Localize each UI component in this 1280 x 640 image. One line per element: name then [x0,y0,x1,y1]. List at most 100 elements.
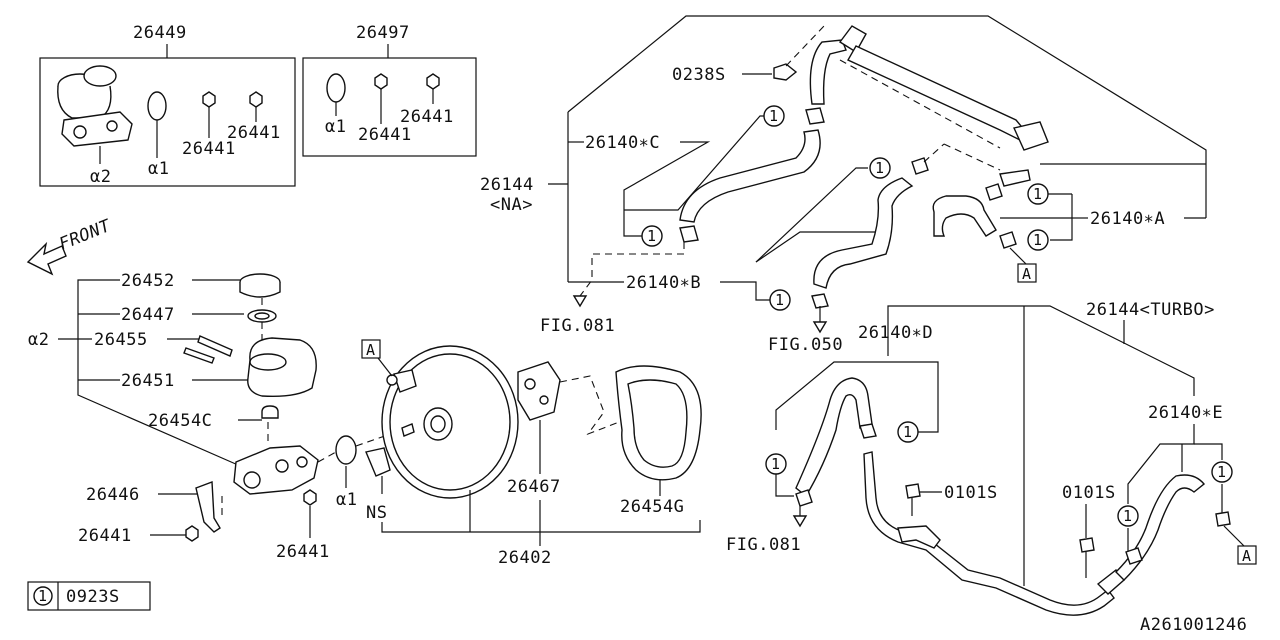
gasket-label: 26454G [620,497,684,517]
hose-icon [813,177,914,289]
kit-26449: 26449 α2 α1 26441 26441 [39,23,296,187]
nut-icon [426,73,440,90]
clip-symbol-label: 1 [647,227,656,245]
clip-symbol-icon: 1 [765,453,787,475]
hose-b-label: 26140∗B [626,273,701,293]
seal-ring-icon [326,73,346,103]
bolt-0101s-label: 0101S [944,483,998,503]
turbo-group-label: 26144<TURBO> [1086,300,1215,320]
booster-assembly-label: 26402 [498,548,552,568]
bolt-0101s-label-2: 0101S [1062,483,1116,503]
legend-part: 0923S [66,587,120,607]
nut-icon [202,91,216,108]
pipe-bracket-icon [897,525,941,549]
nut-icon [249,91,263,108]
clip-icon [999,231,1017,249]
plate-label: 26467 [507,477,561,497]
pin-icon [183,347,215,364]
hose-icon [809,39,847,105]
clip-symbols: 1 1 1 1 1 1 1 1 1 1 [641,105,1233,527]
reservoir-label: 26451 [121,371,175,391]
clip-symbol-label: 1 [875,159,884,177]
marker-a [361,339,381,359]
ns-label: NS [366,503,387,523]
strainer-label: 26447 [121,305,175,325]
kit2-seal-label: α1 [325,117,346,137]
clip-symbol-label: 1 [769,107,778,125]
fig-081-label: FIG.081 [540,316,615,336]
nut-label: 26441 [78,526,132,546]
booster-group: NS 26402 26467 26454G A [361,339,702,568]
bolt-0238s-label: 0238S [672,65,726,85]
kit2-nut-b-label: 26441 [400,107,454,127]
kit2-nut-a-label: 26441 [358,125,412,145]
hose-e-label: 26140∗E [1148,403,1223,423]
kit1-number: 26449 [133,23,187,43]
clip-symbol-icon: 1 [1117,505,1139,527]
nut-icon [374,73,388,90]
clip-symbol-icon: 1 [641,225,663,247]
clip-symbol-label: 1 [1033,231,1042,249]
bracket-label: 26446 [86,485,140,505]
pin-label: 26455 [94,330,148,350]
clip-symbol-label: 1 [775,291,784,309]
na-group-sub-label: <NA> [490,195,533,215]
clip-symbol-label: 1 [1217,463,1226,481]
bolt-icon [1079,537,1095,553]
hose-icon [679,129,821,223]
marker-a-label: A [1022,265,1031,283]
hose-icon [795,377,873,498]
seal-ring-icon [147,91,167,121]
hoses-na-group: 26144 <NA> 26140∗C 26140∗B 26140∗A 0238S [480,15,1207,355]
bolt-icon [905,483,921,499]
hose-d-label: 26140∗D [858,323,933,343]
booster-plate-icon [517,361,561,421]
clip-icon [805,107,825,125]
check-valve-icon [365,447,391,477]
front-label: FRONT [56,216,114,255]
nut2-label: 26441 [276,542,330,562]
hose-icon [1115,474,1205,581]
master-cylinder-group: 26452 26447 α2 26455 26451 26454C 26446 … [28,271,357,562]
legend: 1 0923S [27,581,151,611]
master-cylinder-drawing [183,273,403,542]
kit1-cylinder-label: α2 [90,167,111,187]
diagram-id: A261001246 [1140,615,1247,635]
clip-symbol-label: 1 [1123,507,1132,525]
clip-icon [679,225,699,243]
clip-icon [1125,547,1143,565]
front-arrow-icon [26,241,67,276]
seal-ring-icon [335,435,357,465]
kit-26497: 26497 α1 26441 26441 [302,23,477,157]
clip-symbol-icon: 1 [897,421,919,443]
nut-icon [185,525,199,542]
clip-symbol-label: 1 [771,455,780,473]
clip-symbol-label: 1 [903,423,912,441]
hose-c-label: 26140∗C [585,133,660,153]
clip-icon [859,423,877,439]
clip-symbol-icon: 1 [1027,229,1049,251]
fig-081-turbo-label: FIG.081 [726,535,801,555]
clip-symbol-icon: 1 [1211,461,1233,483]
clip-icon [985,183,1003,201]
clip-icon [1215,511,1231,527]
alpha2-label: α2 [28,330,49,350]
master-cylinder-kit-icon [57,65,133,147]
seal-label: α1 [336,490,357,510]
clip-symbol-icon: 1 [769,289,791,311]
cap-label: 26452 [121,271,175,291]
clip-symbol-icon: 1 [763,105,785,127]
clip-symbol-label: 1 [1033,185,1042,203]
front-arrow: FRONT [26,216,115,276]
vacuum-pipe-icon [847,45,1027,141]
kit2-number: 26497 [356,23,410,43]
marker-a-label: A [366,341,375,359]
clip-symbol-icon: 1 [1027,183,1049,205]
bolt-icon [773,63,798,81]
clip-icon [795,489,813,507]
hose-a-label: 26140∗A [1090,209,1165,229]
nut-icon [303,489,317,506]
fig-050-label: FIG.050 [768,335,843,355]
clip-symbol-icon [33,586,53,606]
